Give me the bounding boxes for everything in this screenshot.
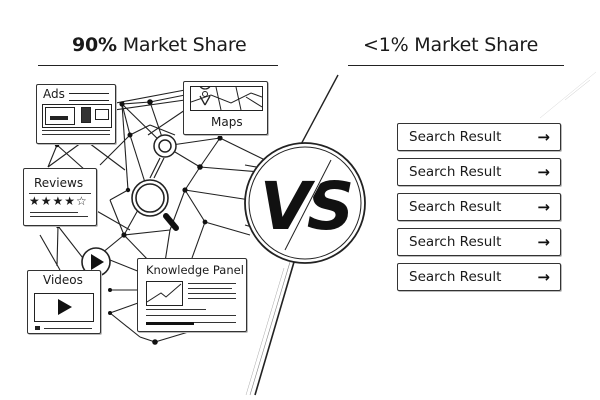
arrow-right-icon: → — [537, 198, 550, 216]
right-heading: <1% Market Share — [363, 34, 539, 56]
knowledge-panel-card: Knowledge Panel — [137, 258, 247, 332]
arrow-right-icon: → — [537, 128, 550, 146]
reviews-card: Reviews ★★★★☆ — [23, 168, 97, 226]
search-result-label: Search Result — [409, 129, 502, 145]
videos-card: Videos — [27, 270, 101, 334]
search-result-item[interactable]: Search Result → — [397, 123, 561, 151]
maps-card: Maps — [183, 81, 268, 135]
left-heading: 90% Market Share — [72, 34, 247, 56]
reviews-title: Reviews — [34, 176, 84, 190]
search-result-label: Search Result — [409, 234, 502, 250]
ad-banner-icon — [42, 104, 112, 128]
ads-title-lines — [69, 93, 109, 101]
search-result-item[interactable]: Search Result → — [397, 158, 561, 186]
map-pin-icon — [190, 86, 263, 111]
arrow-right-icon: → — [537, 233, 550, 251]
search-result-label: Search Result — [409, 164, 502, 180]
maps-title: Maps — [211, 115, 243, 129]
knowledge-panel-title: Knowledge Panel — [146, 263, 244, 277]
star-rating: ★★★★☆ — [29, 194, 88, 208]
search-result-item[interactable]: Search Result → — [397, 228, 561, 256]
play-icon — [34, 293, 94, 322]
left-heading-percent: 90% — [72, 34, 117, 56]
network-nodes — [54, 99, 223, 345]
ads-card: Ads — [36, 84, 116, 144]
line-chart-icon — [146, 281, 183, 306]
search-result-item[interactable]: Search Result → — [397, 263, 561, 291]
left-heading-underline — [38, 65, 278, 66]
left-heading-text: Market Share — [116, 34, 247, 56]
ads-title: Ads — [43, 87, 65, 101]
divider-slash — [245, 71, 597, 396]
arrow-right-icon: → — [537, 268, 550, 286]
right-heading-underline — [348, 65, 564, 66]
search-results-list: Search Result → Search Result → Search R… — [397, 123, 561, 298]
arrow-right-icon: → — [537, 163, 550, 181]
vs-badge: VS — [244, 142, 366, 264]
search-result-item[interactable]: Search Result → — [397, 193, 561, 221]
search-result-label: Search Result — [409, 199, 502, 215]
videos-title: Videos — [43, 273, 83, 287]
small-magnifier-icon — [149, 134, 177, 179]
magnifier-icon — [131, 179, 179, 231]
search-result-label: Search Result — [409, 269, 502, 285]
